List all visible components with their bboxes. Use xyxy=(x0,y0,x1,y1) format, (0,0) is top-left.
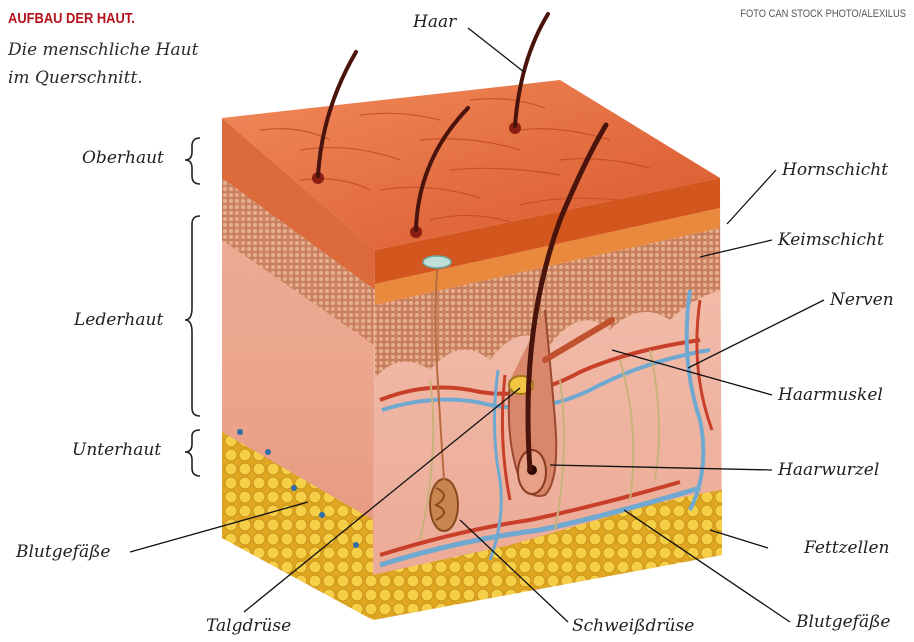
label-talgdruese: Talgdrüse xyxy=(206,616,291,636)
cube-right-face xyxy=(373,178,722,620)
label-unterhaut: Unterhaut xyxy=(72,440,161,460)
subtitle: Die menschliche Haut im Querschnitt. xyxy=(8,36,198,92)
subtitle-line-2: im Querschnitt. xyxy=(8,64,198,92)
label-keimschicht: Keimschicht xyxy=(778,230,884,250)
braces xyxy=(185,138,200,476)
sweat-pore xyxy=(423,256,451,268)
label-haarwurzel: Haarwurzel xyxy=(778,460,879,480)
label-hornschicht: Hornschicht xyxy=(782,160,888,180)
label-nerven: Nerven xyxy=(830,290,894,310)
label-blutgefaesse-left: Blutgefäße xyxy=(16,542,111,562)
label-fettzellen: Fettzellen xyxy=(804,538,890,558)
label-haarmuskel: Haarmuskel xyxy=(778,385,883,405)
label-schweissdruese: Schweißdrüse xyxy=(572,616,694,636)
label-lederhaut: Lederhaut xyxy=(74,310,163,330)
label-oberhaut: Oberhaut xyxy=(82,148,164,168)
label-blutgefaesse-right: Blutgefäße xyxy=(796,612,891,632)
label-haar: Haar xyxy=(413,12,456,32)
photo-credit: FOTO CAN STOCK PHOTO/ALEXILUS xyxy=(740,8,906,20)
heading: AUFBAU DER HAUT. xyxy=(8,10,135,27)
subtitle-line-1: Die menschliche Haut xyxy=(8,36,198,64)
